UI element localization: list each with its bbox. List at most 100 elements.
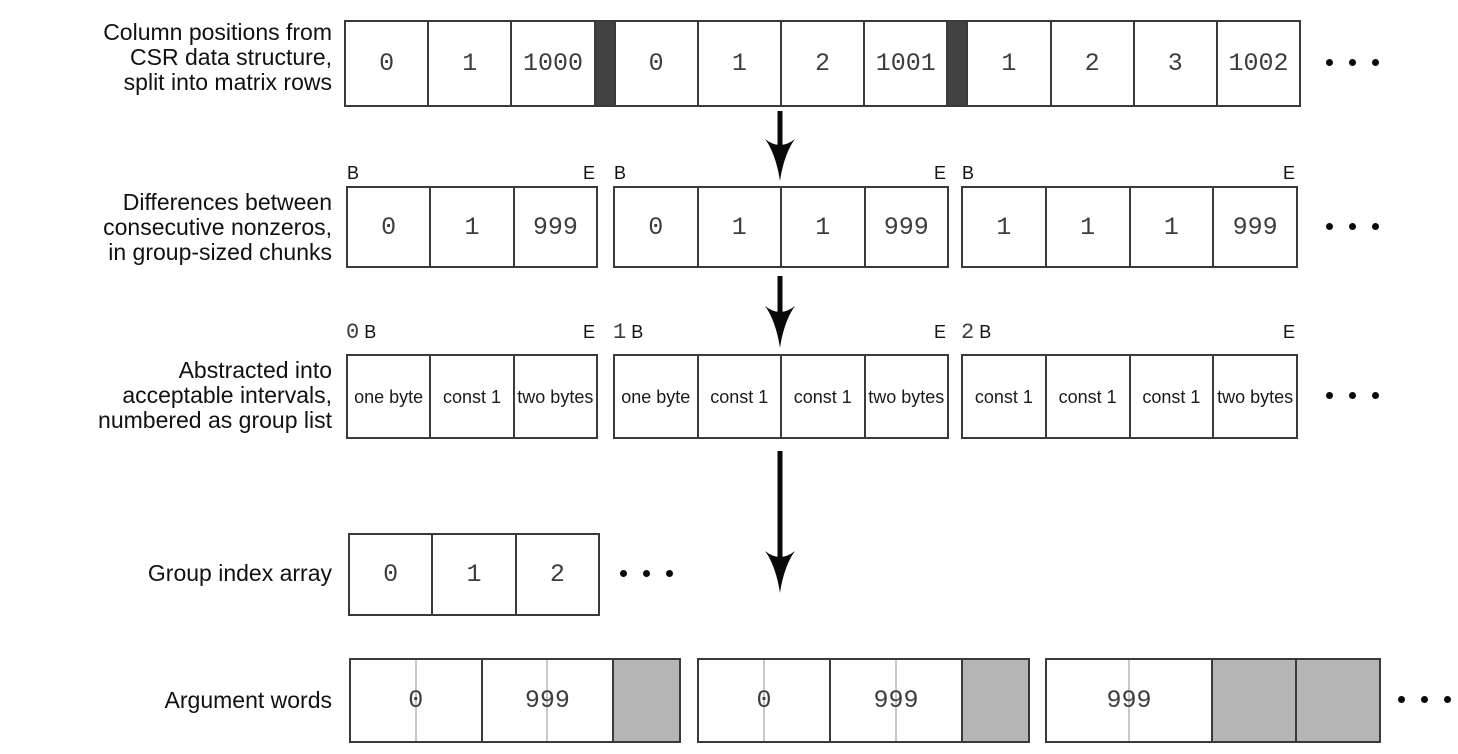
array-cell: 1 [780, 188, 864, 266]
group-number: 0 [346, 320, 360, 345]
down-arrow [765, 276, 795, 348]
argument-word-box: 999 [1045, 658, 1381, 743]
array-cell: 0 [383, 560, 399, 589]
end-label: E [933, 322, 946, 342]
row-separator [946, 22, 967, 105]
row1-label-line: split into matrix rows [123, 69, 332, 95]
array-cell: 1 [996, 212, 1012, 242]
array-cell: 0 [379, 49, 395, 78]
group-number: 2 [961, 320, 975, 345]
begin-label: B [962, 163, 975, 183]
array-cell: const 1 [696, 356, 781, 437]
array-cell: 1001 [863, 22, 946, 105]
padding-cell [1295, 660, 1379, 741]
array-cell: 999 [863, 188, 948, 266]
array-cell: one byte [354, 386, 424, 407]
two-byte-cell: 0 [699, 660, 829, 741]
down-arrow [765, 451, 795, 593]
row1-label: Column positions from CSR data structure… [0, 20, 332, 95]
group-number: 1 [613, 320, 627, 345]
end-label: E [933, 163, 946, 183]
begin-label: B [347, 163, 360, 183]
ellipsis [1326, 223, 1379, 230]
array-cell: 2 [1049, 22, 1133, 105]
array-cell: 0 [613, 22, 697, 105]
end-label: E [582, 163, 595, 183]
padding-cell [612, 660, 679, 741]
end-label: E [582, 322, 595, 342]
begin-label: B [631, 322, 644, 342]
array-cell: const 1 [780, 356, 864, 437]
padding-cell [961, 660, 1028, 741]
two-byte-cell: 999 [1047, 660, 1211, 741]
array-cell: two bytes [863, 356, 948, 437]
array-cell: const 1 [1128, 356, 1213, 437]
array-cell: 1002 [1215, 22, 1299, 105]
array-cell: 1 [1044, 188, 1129, 266]
array-cell: 1 [696, 188, 781, 266]
array-cell: 0 [648, 212, 664, 242]
ellipsis [1398, 696, 1451, 703]
row5-label-line: Argument words [164, 687, 332, 713]
down-arrow [765, 111, 795, 181]
end-label: E [1282, 322, 1295, 342]
begin-label: B [364, 322, 377, 342]
row2-label-line: Differences between [122, 189, 332, 215]
padding-cell [1211, 660, 1295, 741]
row4-label: Group index array [0, 561, 332, 586]
array-cell: one byte [621, 386, 691, 407]
array-cell: 1 [429, 188, 512, 266]
row4-label-line: Group index array [147, 560, 332, 586]
row1-label-line: CSR data structure, [130, 44, 332, 70]
array-cell: const 1 [974, 386, 1033, 407]
row2-label-line: consecutive nonzeros, [103, 214, 332, 240]
array-cell: 1 [431, 535, 514, 614]
row5-label: Argument words [0, 688, 332, 713]
array-cell: 0 [381, 212, 397, 242]
ellipsis [1326, 392, 1379, 399]
row3-label-line: acceptable intervals, [122, 382, 332, 408]
begin-label: B [614, 163, 627, 183]
array-cell: 2 [514, 535, 598, 614]
row3-label: Abstracted into acceptable intervals, nu… [0, 358, 332, 433]
array-cell: const 1 [1044, 356, 1129, 437]
array-cell: const 1 [429, 356, 512, 437]
array-cell: 3 [1132, 22, 1216, 105]
array-cell: 999 [1212, 188, 1296, 266]
array-cell: 1000 [510, 22, 593, 105]
ellipsis [1326, 59, 1379, 66]
array-cell: 2 [779, 22, 863, 105]
row3-label-line: Abstracted into [178, 357, 332, 383]
array-cell: two bytes [512, 356, 596, 437]
row2-label: Differences between consecutive nonzeros… [0, 190, 332, 265]
row1-label-line: Column positions from [103, 19, 332, 45]
row3-label-line: numbered as group list [98, 407, 332, 433]
array-cell: 1 [966, 22, 1049, 105]
begin-label: B [979, 322, 992, 342]
argument-word-group-2: 999 [1045, 658, 1381, 743]
row-separator [593, 22, 614, 105]
array-cell: 1 [1128, 188, 1213, 266]
two-byte-cell: 999 [480, 660, 613, 741]
two-byte-cell: 0 [351, 660, 481, 741]
